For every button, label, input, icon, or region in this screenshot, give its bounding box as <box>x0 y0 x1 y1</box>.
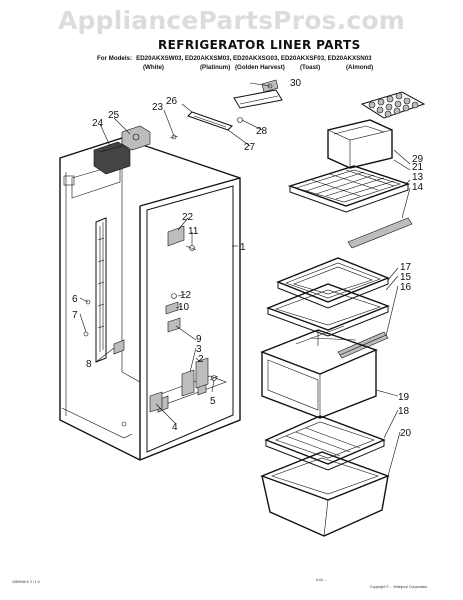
color-label-golden-harvest: (Golden Harvest) <box>235 64 285 71</box>
callout-2: 2 <box>198 354 204 365</box>
callout-8: 8 <box>86 359 92 370</box>
callout-26: 26 <box>166 96 178 107</box>
footer-date: 6-04 ... <box>316 578 327 582</box>
callout-24: 24 <box>92 118 104 129</box>
callout-6: 6 <box>72 294 78 305</box>
dairy-bin-part <box>327 119 393 169</box>
callout-21: 21 <box>412 162 424 173</box>
callout-18: 18 <box>398 406 410 417</box>
light-housing-part <box>93 125 151 175</box>
callout-25: 25 <box>108 110 120 121</box>
callout-9: 9 <box>196 334 202 345</box>
diagram-title: REFRIGERATOR LINER PARTS <box>158 38 361 52</box>
hardware-parts <box>83 225 219 413</box>
crisper-drawer-part <box>260 325 386 471</box>
callout-4: 4 <box>172 422 178 433</box>
color-label-platinum: (Platinum) <box>200 64 231 71</box>
color-label-toast: (Toast) <box>300 64 321 71</box>
color-label-almond: (Almond) <box>346 64 374 71</box>
callout-10: 10 <box>178 302 190 313</box>
watermark: AppliancePartsPros.com <box>57 6 406 35</box>
callout-15: 15 <box>400 272 412 283</box>
glass-shelf-part <box>266 257 390 359</box>
upper-shelf-part <box>287 165 413 249</box>
callout-27: 27 <box>244 142 256 153</box>
callout-28: 28 <box>256 126 268 137</box>
callout-12: 12 <box>180 290 192 301</box>
callout-14: 14 <box>412 182 424 193</box>
color-label-white: (White) <box>143 64 164 71</box>
callout-17: 17 <box>400 262 412 273</box>
model-list-values: ED20AKXSW03, ED20AKXSM03, ED20AKXSG03, E… <box>136 55 372 62</box>
callout-7: 7 <box>72 310 78 321</box>
bottom-pan-part <box>260 451 390 537</box>
callout-16: 16 <box>400 282 412 293</box>
footer-part-number: 4389946 K 3 / 1 0 <box>12 580 40 584</box>
leader-lines <box>79 82 411 477</box>
callout-11: 11 <box>188 226 199 237</box>
callout-29: 29 <box>412 154 424 165</box>
callout-19: 19 <box>398 392 410 403</box>
callout-1: 1 <box>240 242 246 253</box>
egg-tray-part <box>360 91 426 119</box>
callout-numbers: 1 2 3 4 5 6 7 8 9 10 11 12 13 14 15 16 1… <box>72 78 424 439</box>
callout-30: 30 <box>290 78 302 89</box>
model-list: For Models:ED20AKXSW03, ED20AKXSM03, ED2… <box>97 55 372 62</box>
model-list-label: For Models: <box>97 55 133 62</box>
footer-copyright: Copyright © ... Whirlpool Corporation <box>370 585 428 589</box>
callout-13: 13 <box>412 172 424 183</box>
callout-5: 5 <box>210 396 216 407</box>
callout-20: 20 <box>400 428 412 439</box>
callout-22: 22 <box>182 212 194 223</box>
callout-3: 3 <box>196 344 202 355</box>
callout-23: 23 <box>152 102 164 113</box>
